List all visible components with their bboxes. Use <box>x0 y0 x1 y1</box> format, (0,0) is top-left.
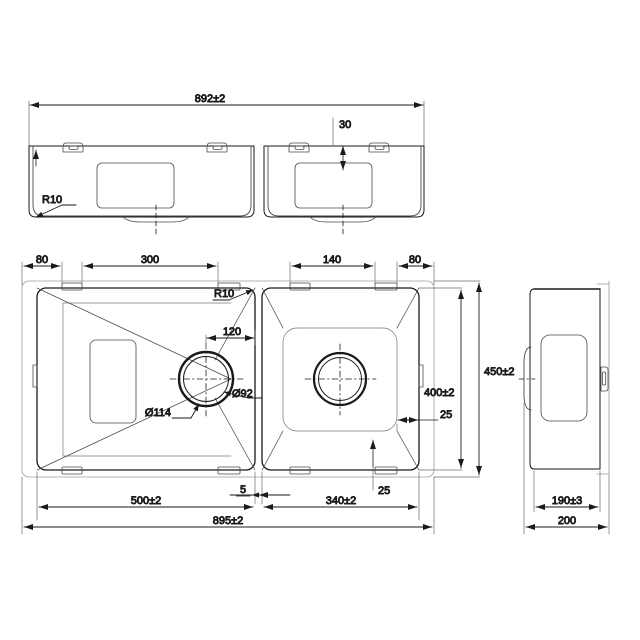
dim-plan-25-right: 25 <box>396 409 453 432</box>
dim-plan-25-bottom: 25 <box>370 439 391 497</box>
dim-side-200: 200 <box>525 515 608 530</box>
dim-label-5: 5 <box>240 484 246 496</box>
dim-label-r10-elev: R10 <box>42 194 62 206</box>
dim-elev-flange-30: 30 <box>332 117 352 171</box>
elev-right-bowl <box>263 142 425 237</box>
dim-label-r10-plan: R10 <box>214 288 234 300</box>
dim-side-190: 190±3 <box>535 495 599 510</box>
elev-left-bowl <box>28 142 255 237</box>
dim-label-340: 340±2 <box>326 495 357 507</box>
elev-clip-tab <box>62 142 84 153</box>
dim-label-140: 140 <box>323 254 341 266</box>
elev-clip-tab <box>368 142 390 153</box>
dim-label-895: 895±2 <box>213 515 244 527</box>
dim-plan-400: 400±2 <box>418 287 464 471</box>
dim-plan-500: 500±2 <box>38 495 254 510</box>
dim-elev-radius-r10: R10 <box>35 194 77 218</box>
plan-right-bowl <box>261 282 424 475</box>
dim-plan-140: 140 <box>291 254 374 269</box>
dim-label-80-left: 80 <box>36 254 48 266</box>
plan-bottom-dim-extlines <box>21 471 435 535</box>
dim-plan-80-left: 80 <box>23 254 61 269</box>
dim-label-892: 892±2 <box>195 93 226 105</box>
dim-label-500: 500±2 <box>131 495 162 507</box>
dim-label-25-bottom: 25 <box>378 485 390 497</box>
dim-label-400: 400±2 <box>424 387 455 399</box>
dim-plan-dia-114: Ø114 <box>144 403 200 419</box>
dim-plan-dia-92: Ø92 <box>223 388 263 400</box>
plan-view: 80 300 140 80 <box>21 254 515 535</box>
dim-label-120: 120 <box>223 326 241 338</box>
dim-label-80-right: 80 <box>409 254 421 266</box>
dim-label-d92: Ø92 <box>232 388 253 400</box>
plan-top-dim-extlines <box>21 261 435 286</box>
dim-plan-895: 895±2 <box>23 515 433 530</box>
dim-plan-80-right: 80 <box>398 254 433 269</box>
elev-clip-tab <box>206 142 228 153</box>
dim-label-d114: Ø114 <box>145 407 171 419</box>
dim-label-190: 190±3 <box>552 495 583 507</box>
plan-left-bowl <box>32 282 256 475</box>
dim-plan-450: 450±2 <box>433 280 515 478</box>
side-elevation-view: 190±3 200 <box>518 280 610 535</box>
dim-label-300: 300 <box>141 254 159 266</box>
dim-label-450: 450±2 <box>484 366 515 378</box>
elev-clip-tab <box>288 142 310 153</box>
dim-plan-120: 120 <box>205 326 256 349</box>
dim-label-30: 30 <box>339 119 351 131</box>
dim-plan-340: 340±2 <box>263 495 418 510</box>
dim-label-25-right: 25 <box>440 409 452 421</box>
dim-plan-5: 5 <box>229 484 291 498</box>
dim-plan-300: 300 <box>83 254 217 269</box>
dim-label-200: 200 <box>558 515 576 527</box>
dim-elev-overall-width: 892±2 <box>28 93 425 148</box>
front-elevation-view: 892±2 <box>28 93 425 237</box>
dim-plan-radius-r10: R10 <box>212 288 254 301</box>
plan-outer-flange <box>21 280 435 478</box>
